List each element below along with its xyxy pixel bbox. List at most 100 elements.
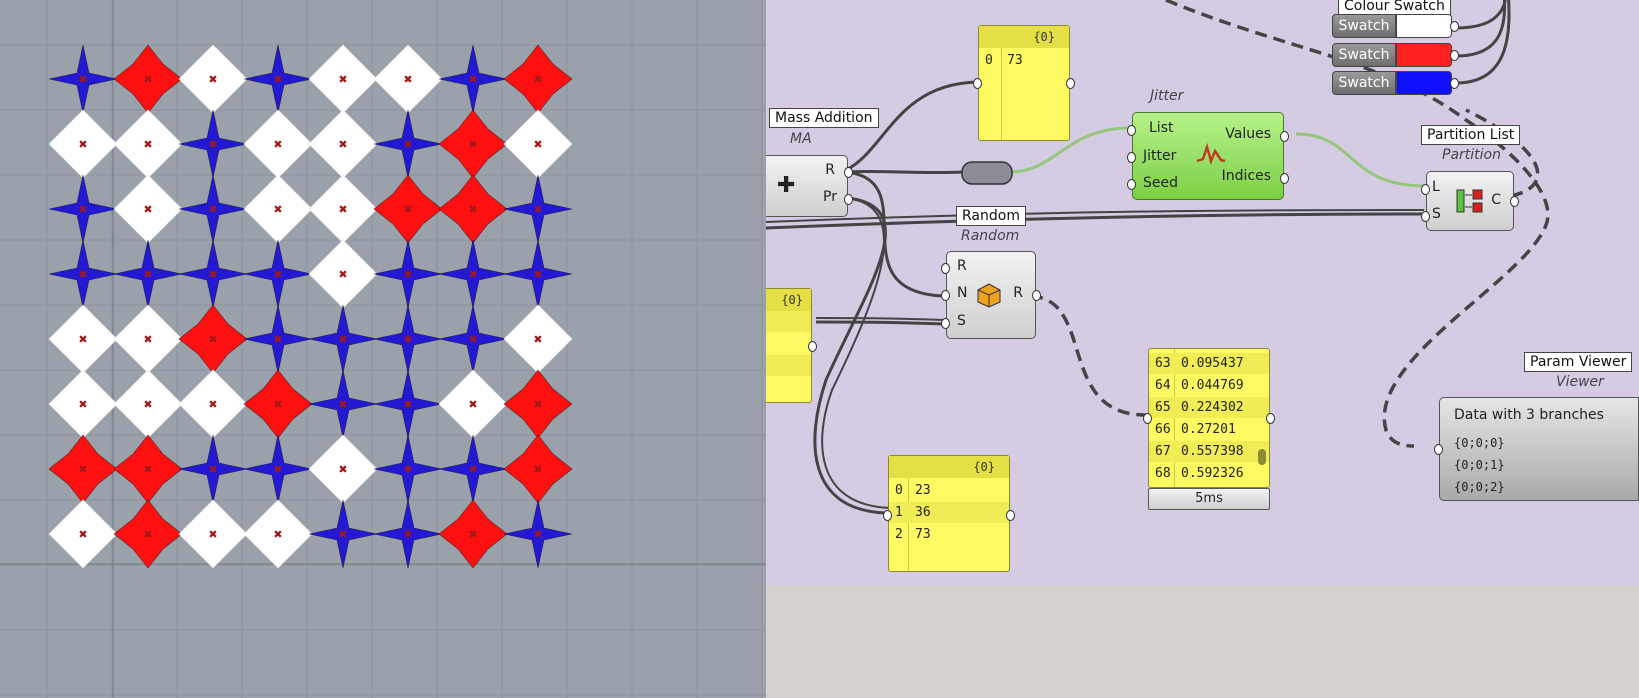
wire — [1295, 132, 1427, 188]
point-marker: ✖ — [403, 138, 412, 151]
point-marker: ✖ — [208, 463, 217, 476]
output-port[interactable] — [1066, 78, 1075, 89]
output-port[interactable] — [1266, 413, 1275, 424]
red-star — [438, 499, 508, 569]
colour-swatch-white[interactable]: Swatch — [1332, 14, 1459, 38]
output-port[interactable] — [1280, 131, 1289, 142]
point-marker: ✖ — [143, 333, 152, 346]
grasshopper-canvas[interactable]: Colour Swatch Swatch Swatch Swatch {0} 0… — [766, 0, 1639, 698]
row-value: 0.224302 — [1181, 400, 1244, 415]
input-port[interactable] — [1127, 125, 1136, 136]
swatch-color-red[interactable] — [1396, 43, 1452, 67]
wire — [845, 169, 965, 175]
output-port[interactable] — [1510, 196, 1519, 207]
swatch-color-white[interactable] — [1396, 14, 1452, 38]
panel-timing: 5ms — [1148, 488, 1270, 510]
point-marker: ✖ — [338, 138, 347, 151]
input-port[interactable] — [941, 318, 950, 329]
panel-left[interactable]: {0} — [766, 288, 817, 403]
point-marker: ✖ — [338, 528, 347, 541]
output-port[interactable] — [844, 167, 853, 178]
output-port[interactable] — [1006, 510, 1015, 521]
output-port[interactable] — [1450, 50, 1459, 61]
input-port[interactable] — [941, 290, 950, 301]
point-marker: ✖ — [338, 73, 347, 86]
param-viewer-component[interactable]: Data with 3 branches {0;0;0}{0;0;1}{0;0;… — [1434, 397, 1639, 501]
colour-swatch-tag: Colour Swatch — [1338, 0, 1451, 16]
input-port[interactable] — [1127, 152, 1136, 163]
input-label-s: S — [1432, 206, 1441, 222]
point-marker: ✖ — [143, 268, 152, 281]
wire — [766, 212, 1427, 230]
partition-component[interactable]: L S C — [1421, 171, 1519, 231]
row-value: 23 — [915, 483, 931, 498]
row-value: 36 — [915, 505, 931, 520]
red-star — [113, 499, 183, 569]
input-port[interactable] — [1421, 184, 1430, 195]
param-viewer-nickname: Viewer — [1556, 374, 1604, 390]
wire — [845, 170, 945, 298]
mass-addition-icon: ✚ — [777, 173, 796, 198]
input-port[interactable] — [1421, 211, 1430, 222]
row-index: 64 — [1155, 378, 1171, 393]
panel-path: {0} — [766, 289, 811, 311]
point-marker: ✖ — [78, 333, 87, 346]
point-marker: ✖ — [468, 73, 477, 86]
panel-scrollbar[interactable] — [1258, 449, 1266, 465]
jitter-component[interactable]: List Jitter Seed Values Indices — [1127, 112, 1289, 200]
random-nickname: Random — [961, 228, 1020, 244]
output-port[interactable] — [844, 194, 853, 205]
mass-addition-nickname: MA — [790, 131, 812, 147]
output-label-indices: Indices — [1221, 168, 1271, 184]
panel-divider — [1001, 48, 1002, 140]
output-label-values: Values — [1225, 126, 1271, 142]
output-port[interactable] — [1032, 290, 1041, 301]
output-port[interactable] — [1280, 173, 1289, 184]
point-marker: ✖ — [468, 463, 477, 476]
colour-swatch-red[interactable]: Swatch — [1332, 43, 1459, 67]
input-port[interactable] — [883, 510, 892, 521]
partition-icon — [1456, 189, 1483, 213]
input-port[interactable] — [1127, 179, 1136, 190]
wire — [1455, 0, 1507, 30]
swatch-button[interactable]: Swatch — [1332, 43, 1396, 67]
point-marker: ✖ — [468, 333, 477, 346]
colour-swatch-blue[interactable]: Swatch — [1332, 71, 1459, 95]
swatch-button[interactable]: Swatch — [1332, 14, 1396, 38]
panel-divider — [908, 478, 909, 571]
point-marker: ✖ — [403, 398, 412, 411]
wire — [1455, 0, 1507, 58]
point-marker: ✖ — [273, 333, 282, 346]
wire — [821, 197, 891, 509]
point-marker: ✖ — [403, 463, 412, 476]
point-marker: ✖ — [273, 528, 282, 541]
swatch-button[interactable]: Swatch — [1332, 71, 1396, 95]
input-port[interactable] — [941, 263, 950, 274]
jitter-icon — [1196, 143, 1226, 165]
input-port[interactable] — [1434, 444, 1443, 455]
panel-top[interactable]: {0} 0 73 — [973, 25, 1075, 141]
row-value: 73 — [915, 527, 931, 542]
output-port[interactable] — [1450, 21, 1459, 32]
wire — [1455, 0, 1511, 85]
output-label-c: C — [1491, 192, 1501, 208]
output-port[interactable] — [1450, 78, 1459, 89]
point-marker: ✖ — [208, 528, 217, 541]
output-port[interactable] — [808, 341, 817, 352]
point-marker: ✖ — [533, 203, 542, 216]
input-port[interactable] — [1143, 413, 1152, 424]
white-diamond — [243, 499, 313, 569]
input-label-list: List — [1149, 120, 1174, 136]
point-marker: ✖ — [273, 268, 282, 281]
input-port[interactable] — [973, 78, 982, 89]
rhino-viewport[interactable]: ✖✖✖✖✖✖✖✖✖✖✖✖✖✖✖✖✖✖✖✖✖✖✖✖✖✖✖✖✖✖✖✖✖✖✖✖✖✖✖✖… — [0, 0, 766, 698]
random-component[interactable]: R N S R — [941, 251, 1041, 339]
mass-addition-component[interactable]: ✚ R Pr — [766, 155, 853, 217]
swatch-color-blue[interactable] — [1396, 71, 1452, 95]
point-marker: ✖ — [533, 398, 542, 411]
